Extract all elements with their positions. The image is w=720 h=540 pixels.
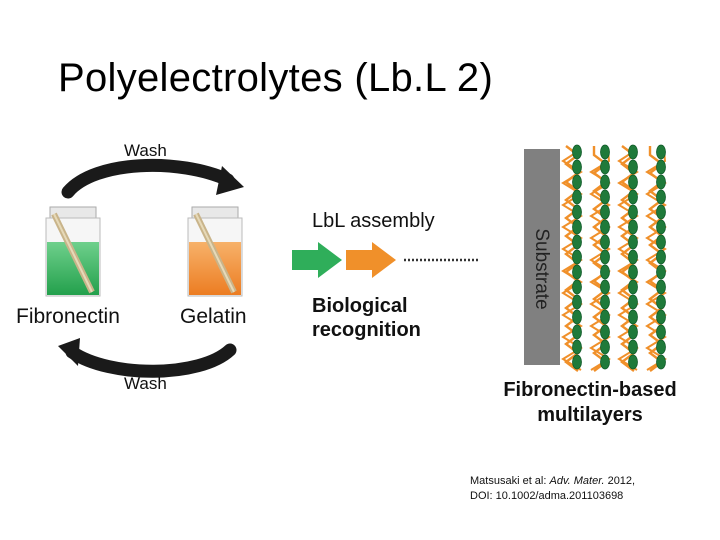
fibronectin-bead xyxy=(656,174,666,190)
fibronectin-bead xyxy=(628,294,638,310)
fibronectin-bead xyxy=(572,174,582,190)
fibronectin-bead xyxy=(572,249,582,265)
fibronectin-bead xyxy=(656,219,666,235)
fibronectin-bead xyxy=(600,219,610,235)
fibronectin-bead xyxy=(656,189,666,205)
fibronectin-bead xyxy=(628,219,638,235)
citation: Matsusaki et al: Adv. Mater. 2012, DOI: … xyxy=(470,474,635,504)
fibronectin-bead xyxy=(628,279,638,295)
wash-arrow-bottom-head xyxy=(58,338,80,366)
substrate-label: Substrate xyxy=(531,228,552,310)
fibronectin-bead xyxy=(628,354,638,370)
fibronectin-bead xyxy=(572,264,582,280)
fibronectin-bead xyxy=(656,339,666,355)
wash-arrow-top xyxy=(61,158,235,199)
fibronectin-vial xyxy=(45,206,101,297)
green-arrow xyxy=(292,242,342,278)
wash-arrow-top-head xyxy=(216,166,244,195)
fibronectin-bead xyxy=(600,234,610,250)
recognition-line-2: recognition xyxy=(312,319,421,341)
fibronectin-bead xyxy=(600,174,610,190)
citation-year: 2012, xyxy=(604,475,636,487)
slide-title: Polyelectrolytes (Lb.L 2) xyxy=(58,56,494,100)
wash-arrow-bottom xyxy=(65,343,237,378)
fibronectin-bead xyxy=(600,189,610,205)
fibronectin-bead xyxy=(572,354,582,370)
fibronectin-bead xyxy=(600,159,610,175)
fibronectin-bead xyxy=(600,249,610,265)
fibronectin-bead xyxy=(572,144,582,160)
fibronectin-bead xyxy=(656,204,666,220)
substrate-bar xyxy=(524,149,560,365)
fibronectin-bead xyxy=(600,339,610,355)
fibronectin-bead xyxy=(656,234,666,250)
citation-line-1: Matsusaki et al: Adv. Mater. 2012, xyxy=(470,474,635,489)
fibronectin-bead xyxy=(656,144,666,160)
fibronectin-bead xyxy=(600,294,610,310)
citation-authors: Matsusaki et al: xyxy=(470,475,550,487)
fibronectin-bead xyxy=(572,234,582,250)
fibronectin-bead xyxy=(628,264,638,280)
fibronectin-bead xyxy=(656,309,666,325)
citation-doi: DOI: 10.1002/adma.201103698 xyxy=(470,490,624,502)
fibronectin-bead xyxy=(656,264,666,280)
biological-recognition-label: Biological recognition xyxy=(312,294,421,342)
fibronectin-bead xyxy=(600,324,610,340)
gelatin-vial xyxy=(187,206,243,297)
fibronectin-bead xyxy=(600,354,610,370)
fibronectin-bead xyxy=(572,339,582,355)
result-line-1: Fibronectin-based xyxy=(503,379,677,401)
fibronectin-bead xyxy=(600,309,610,325)
fibronectin-bead xyxy=(628,339,638,355)
fibronectin-bead xyxy=(572,204,582,220)
fibronectin-bead xyxy=(600,204,610,220)
fibronectin-bead xyxy=(572,324,582,340)
fibronectin-bead xyxy=(572,219,582,235)
gelatin-label: Gelatin xyxy=(180,305,247,328)
fibronectin-bead xyxy=(628,159,638,175)
multilayer-strands xyxy=(561,144,667,372)
fibronectin-bead xyxy=(600,144,610,160)
fibronectin-label: Fibronectin xyxy=(16,305,120,328)
lbl-assembly-label: LbL assembly xyxy=(312,210,435,232)
fibronectin-bead xyxy=(628,249,638,265)
fibronectin-bead xyxy=(628,324,638,340)
fibronectin-bead xyxy=(656,354,666,370)
fibronectin-bead xyxy=(572,279,582,295)
fibronectin-bead xyxy=(656,159,666,175)
wash-label-bottom: Wash xyxy=(124,374,167,393)
fibronectin-bead xyxy=(656,294,666,310)
fibronectin-bead xyxy=(628,144,638,160)
recognition-line-1: Biological xyxy=(312,295,408,317)
orange-arrow xyxy=(346,242,396,278)
fibronectin-bead xyxy=(628,204,638,220)
multilayers-label: Fibronectin-based multilayers xyxy=(476,378,704,428)
result-line-2: multilayers xyxy=(537,404,643,426)
fibronectin-bead xyxy=(572,189,582,205)
fibronectin-bead xyxy=(628,234,638,250)
citation-journal: Adv. Mater. xyxy=(549,475,605,487)
fibronectin-bead xyxy=(600,264,610,280)
fibronectin-bead xyxy=(628,189,638,205)
fibronectin-bead xyxy=(656,324,666,340)
wash-label-top: Wash xyxy=(124,141,167,160)
fibronectin-bead xyxy=(628,174,638,190)
fibronectin-bead xyxy=(572,294,582,310)
fibronectin-bead xyxy=(572,309,582,325)
fibronectin-bead xyxy=(628,309,638,325)
fibronectin-bead xyxy=(656,249,666,265)
fibronectin-bead xyxy=(600,279,610,295)
fibronectin-bead xyxy=(656,279,666,295)
fibronectin-bead xyxy=(572,159,582,175)
